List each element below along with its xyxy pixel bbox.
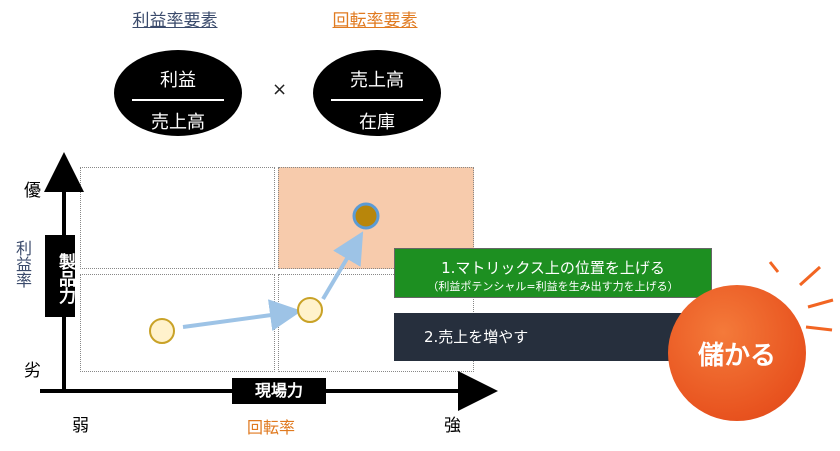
burst-line	[798, 265, 822, 287]
profit-rate-axis-label: 利益率	[13, 240, 32, 288]
target-position-circle	[352, 202, 380, 230]
step2-label: 2.売上を増やす	[424, 328, 529, 346]
profit-ratio-oval: 利益 売上高	[114, 50, 242, 136]
step1-subtitle: （利益ポテンシャル=利益を生み出す力を上げる）	[427, 280, 679, 293]
product-strength-label-box: 製品力	[45, 235, 75, 317]
matrix-cell-top-left	[80, 167, 275, 269]
turnover-factor-heading: 回転率要素	[332, 11, 418, 31]
y-axis-top-label: 優	[24, 181, 41, 201]
turnover-denominator: 在庫	[359, 112, 395, 133]
profit-numerator: 利益	[160, 70, 196, 91]
burst-line	[807, 298, 834, 309]
start-position-circle	[149, 318, 175, 344]
step2-callout: 2.売上を増やす	[394, 313, 694, 361]
profit-denominator: 売上高	[151, 112, 205, 133]
fraction-bar	[331, 99, 423, 101]
field-strength-label-box: 現場力	[232, 378, 326, 404]
middle-position-circle	[297, 297, 323, 323]
move-right-arrow	[182, 299, 302, 332]
profit-result-label: 儲かる	[697, 341, 776, 371]
fraction-bar	[132, 99, 224, 101]
multiply-operator: ×	[272, 79, 288, 100]
move-up-arrow	[321, 231, 364, 301]
y-axis-bottom-label: 劣	[24, 361, 41, 381]
matrix-cell-bottom-left	[80, 274, 275, 372]
x-axis-right-label: 強	[444, 416, 461, 436]
profit-factor-heading: 利益率要素	[132, 11, 218, 31]
step1-callout: 1.マトリックス上の位置を上げる （利益ポテンシャル=利益を生み出す力を上げる）	[394, 248, 712, 298]
profit-result-circle: 儲かる	[668, 285, 806, 421]
step1-title: 1.マトリックス上の位置を上げる	[441, 259, 665, 277]
burst-line	[805, 325, 833, 332]
turnover-numerator: 売上高	[350, 70, 404, 91]
turnover-ratio-oval: 売上高 在庫	[313, 50, 441, 136]
turnover-rate-axis-label: 回転率	[247, 418, 296, 437]
burst-line	[768, 261, 780, 273]
x-axis-left-label: 弱	[72, 416, 89, 436]
